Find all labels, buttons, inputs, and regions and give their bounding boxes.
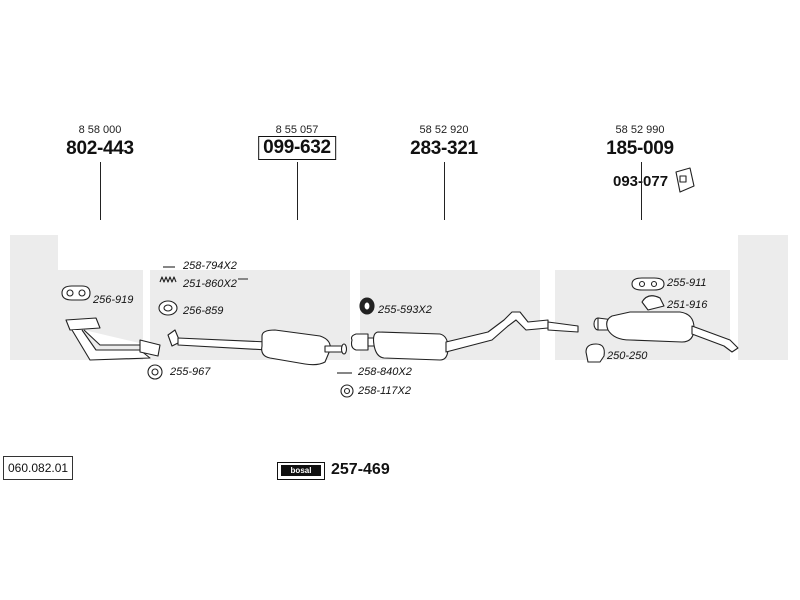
leader-line (641, 162, 642, 220)
fitting-label[interactable]: 256-919 (93, 294, 134, 306)
oe-number-1: 8 58 000 (78, 124, 122, 136)
rubber-hanger-drawing (631, 277, 665, 291)
watermark-block (10, 235, 58, 360)
brand-logo-text: bosal (281, 465, 321, 476)
rear-silencer-drawing (593, 311, 739, 353)
clamp-drawing (641, 295, 665, 311)
fitting-label[interactable]: 251-860X2 (183, 278, 237, 290)
fitting-label[interactable]: 251-916 (667, 299, 708, 311)
leader-line (444, 162, 445, 220)
fitting-label[interactable]: 258-117X2 (358, 385, 412, 397)
fitting-label[interactable]: 255-911 (667, 277, 707, 289)
brand-logo: bosal (277, 462, 325, 480)
mounting-kit-number[interactable]: 257-469 (331, 461, 390, 478)
front-pipe-drawing (65, 317, 161, 361)
fitting-label[interactable]: 256-859 (183, 305, 224, 317)
part-number-3[interactable]: 283-321 (410, 138, 478, 159)
part-number-1[interactable]: 802-443 (66, 138, 134, 159)
fitting-label[interactable]: 255-593X2 (378, 304, 432, 316)
catalog-number: 060.082.01 (3, 456, 74, 480)
bracket-part-number[interactable]: 093-077 (613, 173, 668, 190)
oe-number-2: 8 55 057 (275, 124, 319, 136)
catalytic-converter-drawing (167, 329, 348, 366)
fitting-label[interactable]: 258-794X2 (183, 260, 237, 272)
bracket-drawing (675, 167, 695, 193)
fitting-label[interactable]: 255-967 (170, 366, 211, 378)
leader-line (297, 162, 298, 220)
leader-line (100, 162, 101, 220)
part-number-4[interactable]: 185-009 (606, 138, 674, 159)
watermark-block (738, 235, 788, 360)
part-number-2[interactable]: 099-632 (258, 136, 336, 160)
oe-number-4: 58 52 990 (615, 124, 665, 136)
fitting-label[interactable]: 258-840X2 (358, 366, 412, 378)
flange-gasket-drawing (61, 285, 91, 301)
middle-silencer-drawing (350, 311, 579, 361)
spring-drawing (159, 276, 177, 283)
pipe-clamp-drawing (585, 343, 605, 363)
oe-number-3: 58 52 920 (419, 124, 469, 136)
fitting-label[interactable]: 250-250 (607, 350, 648, 362)
